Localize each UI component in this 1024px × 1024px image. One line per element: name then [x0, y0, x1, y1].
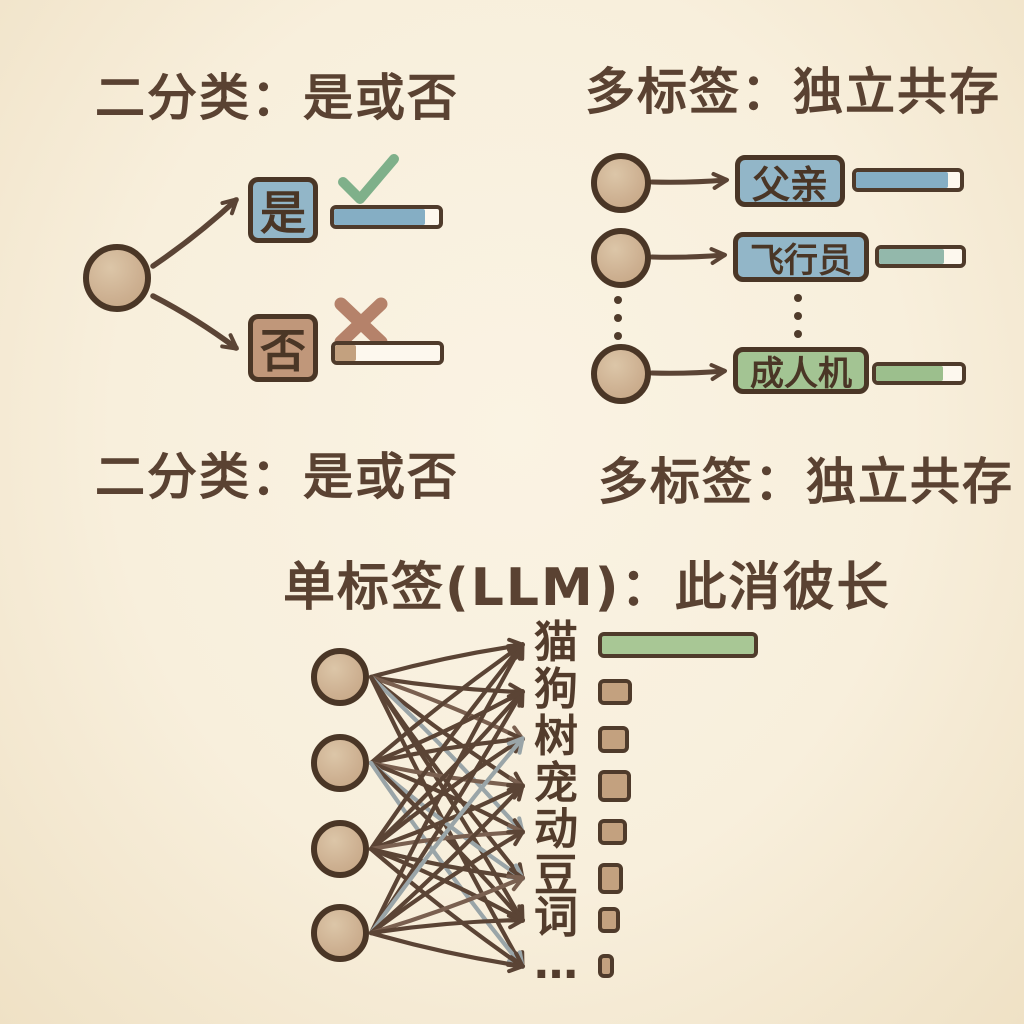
network-output-label: 豆 — [534, 850, 578, 901]
input-ellipsis-dots — [614, 296, 622, 340]
label-ellipsis-dots — [794, 294, 802, 338]
multilabel-bar-fill — [856, 172, 948, 188]
network-output-bar — [598, 862, 623, 894]
yes-box: 是 — [248, 177, 318, 243]
network-output-label: 树 — [534, 711, 578, 762]
network-input-node — [311, 734, 369, 792]
yes-label: 是 — [260, 186, 306, 240]
network-output-label: 狗 — [534, 664, 578, 715]
binary-caption: 二分类：是或否 — [95, 448, 459, 506]
network-output-label: 词 — [534, 892, 578, 943]
multilabel-input-node — [591, 344, 651, 404]
multilabel-bar-fill — [879, 249, 944, 264]
no-label: 否 — [260, 324, 306, 378]
network-output-label: 宠 — [534, 758, 578, 809]
network-output-label: … — [534, 938, 578, 989]
multilabel-bar — [872, 362, 966, 385]
network-input-node — [311, 820, 369, 878]
multilabel-input-node — [591, 153, 651, 213]
no-box: 否 — [248, 314, 318, 382]
yes-bar-fill — [334, 209, 426, 225]
binary-input-node — [83, 244, 151, 312]
network-input-node — [311, 904, 369, 962]
no-bar — [331, 341, 444, 365]
check-icon — [338, 154, 399, 204]
network-output-bar — [598, 632, 758, 658]
multilabel-input-node — [591, 228, 651, 288]
network-output-label: 动 — [534, 804, 578, 855]
network-output-bar — [598, 819, 627, 845]
binary-title: 二分类：是或否 — [95, 69, 459, 127]
no-bar-fill — [335, 345, 356, 361]
network-input-node — [311, 648, 369, 706]
multilabel-box: 飞行员 — [733, 232, 869, 282]
yes-bar — [330, 205, 443, 229]
network-output-bar — [598, 725, 629, 753]
network-output-bar — [598, 770, 631, 802]
multilabel-title: 多标签：独立共存 — [585, 63, 1001, 121]
multilabel-bar — [875, 245, 966, 268]
multilabel-box-label: 父亲 — [751, 162, 828, 207]
multilabel-box-label: 成人机 — [750, 354, 852, 394]
network-output-bar — [598, 907, 620, 933]
multilabel-box: 父亲 — [735, 155, 845, 207]
network-output-bar — [598, 954, 614, 978]
multilabel-box: 成人机 — [733, 347, 869, 394]
single-label-title: 单标签(LLM)：此消彼长 — [283, 558, 891, 618]
multilabel-caption: 多标签：独立共存 — [598, 453, 1014, 511]
network-output-label: 猫 — [534, 617, 578, 668]
multilabel-bar-fill — [876, 366, 944, 381]
multilabel-bar — [852, 168, 964, 192]
multilabel-box-label: 飞行员 — [750, 240, 852, 281]
network-output-bar — [598, 679, 632, 705]
